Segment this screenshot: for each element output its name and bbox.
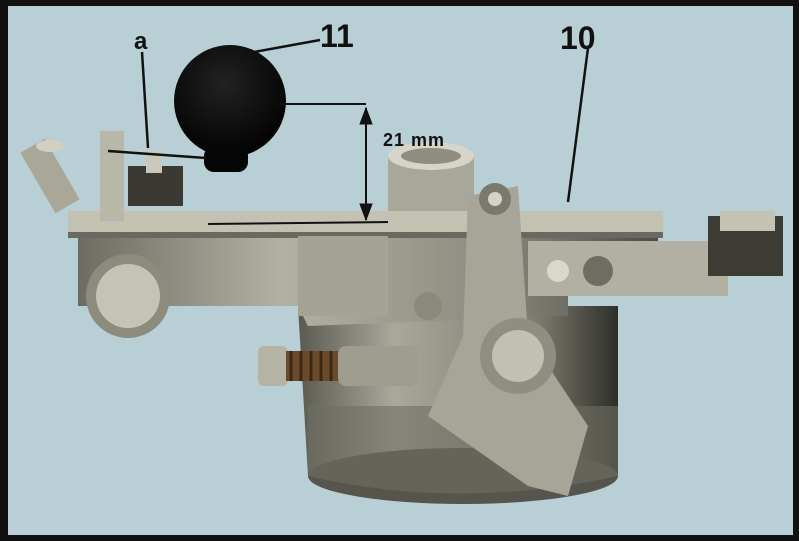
- idle-screw: [258, 346, 418, 386]
- throttle-lever: [414, 183, 783, 496]
- callout-lid-label: 10: [560, 20, 596, 56]
- carburetor-photo: [20, 38, 783, 504]
- top-boss: [388, 142, 474, 211]
- float-ball: [174, 45, 286, 172]
- callout-a-label: a: [134, 28, 148, 55]
- needle-bracket: [100, 131, 183, 221]
- callout-float-label: 11: [320, 18, 354, 54]
- fuel-inlet: [20, 138, 170, 338]
- dimension-label: 21 mm: [383, 130, 446, 150]
- annotation-lines: [107, 38, 590, 225]
